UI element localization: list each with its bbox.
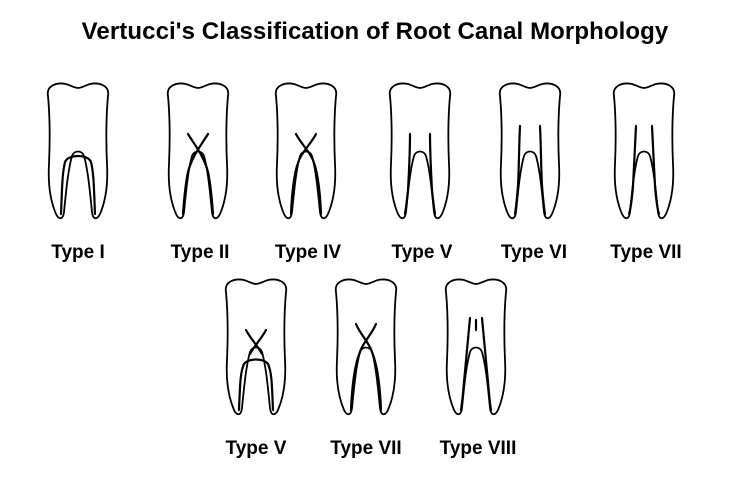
label-type-v-bottom: Type V [226, 438, 287, 459]
label-type-viii: Type VIII [440, 438, 517, 459]
label-type-vii-top: Type VII [610, 242, 681, 263]
label-type-ii: Type II [171, 242, 230, 263]
tooth-type-ii: Type II [166, 82, 230, 263]
tooth-type-vi: Type VI [498, 82, 567, 263]
tooth-type-iv: Type IV [274, 82, 341, 263]
tooth-type-i: Type I [46, 82, 110, 263]
label-type-v-top: Type V [392, 242, 453, 263]
tooth-type-v-bottom: Type V [224, 278, 288, 459]
diagram-title: Vertucci's Classification of Root Canal … [81, 18, 669, 45]
label-type-i: Type I [51, 242, 105, 263]
label-type-vi: Type VI [501, 242, 567, 263]
label-type-vii-bottom: Type VII [330, 438, 401, 459]
label-type-iv: Type IV [275, 242, 341, 263]
tooth-type-vii-bottom: Type VII [330, 278, 402, 459]
tooth-type-v: Type V [388, 82, 453, 263]
tooth-type-viii: Type VIII [440, 278, 517, 459]
tooth-type-vii: Type VII [610, 82, 682, 263]
